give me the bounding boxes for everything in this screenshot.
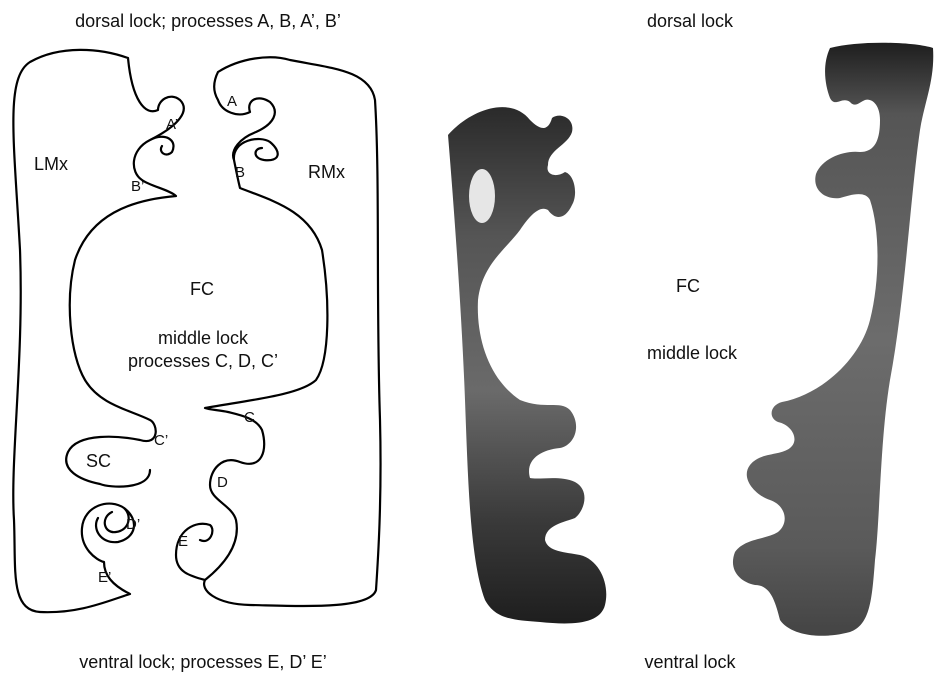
right-label-fc: FC (676, 277, 700, 295)
photo-right-maxilla (733, 43, 933, 636)
label-middle-lock: middle lock (158, 329, 248, 347)
label-process-c-prime: C’ (154, 433, 168, 448)
right-bottom-caption: ventral lock (644, 653, 735, 671)
label-process-d: D (217, 475, 228, 490)
left-bottom-caption: ventral lock; processes E, D’ E’ (79, 653, 326, 671)
label-process-e-prime: E’ (98, 570, 111, 585)
label-process-b-prime: B’ (131, 179, 144, 194)
label-rmx: RMx (308, 163, 345, 181)
right-label-middle-lock: middle lock (647, 344, 737, 362)
label-middle-lock-processes: processes C, D, C’ (128, 352, 278, 370)
right-top-caption: dorsal lock (647, 12, 733, 30)
label-process-c: C (244, 410, 255, 425)
label-process-e: E (178, 534, 188, 549)
label-sc: SC (86, 452, 111, 470)
label-process-a: A (227, 94, 237, 109)
label-process-a-prime: A’ (166, 117, 178, 132)
label-process-b: B (235, 165, 245, 180)
label-process-d-prime: D’ (126, 517, 140, 532)
photo-light-spot (469, 169, 495, 223)
left-top-caption: dorsal lock; processes A, B, A’, B’ (75, 12, 341, 30)
label-fc: FC (190, 280, 214, 298)
label-lmx: LMx (34, 155, 68, 173)
